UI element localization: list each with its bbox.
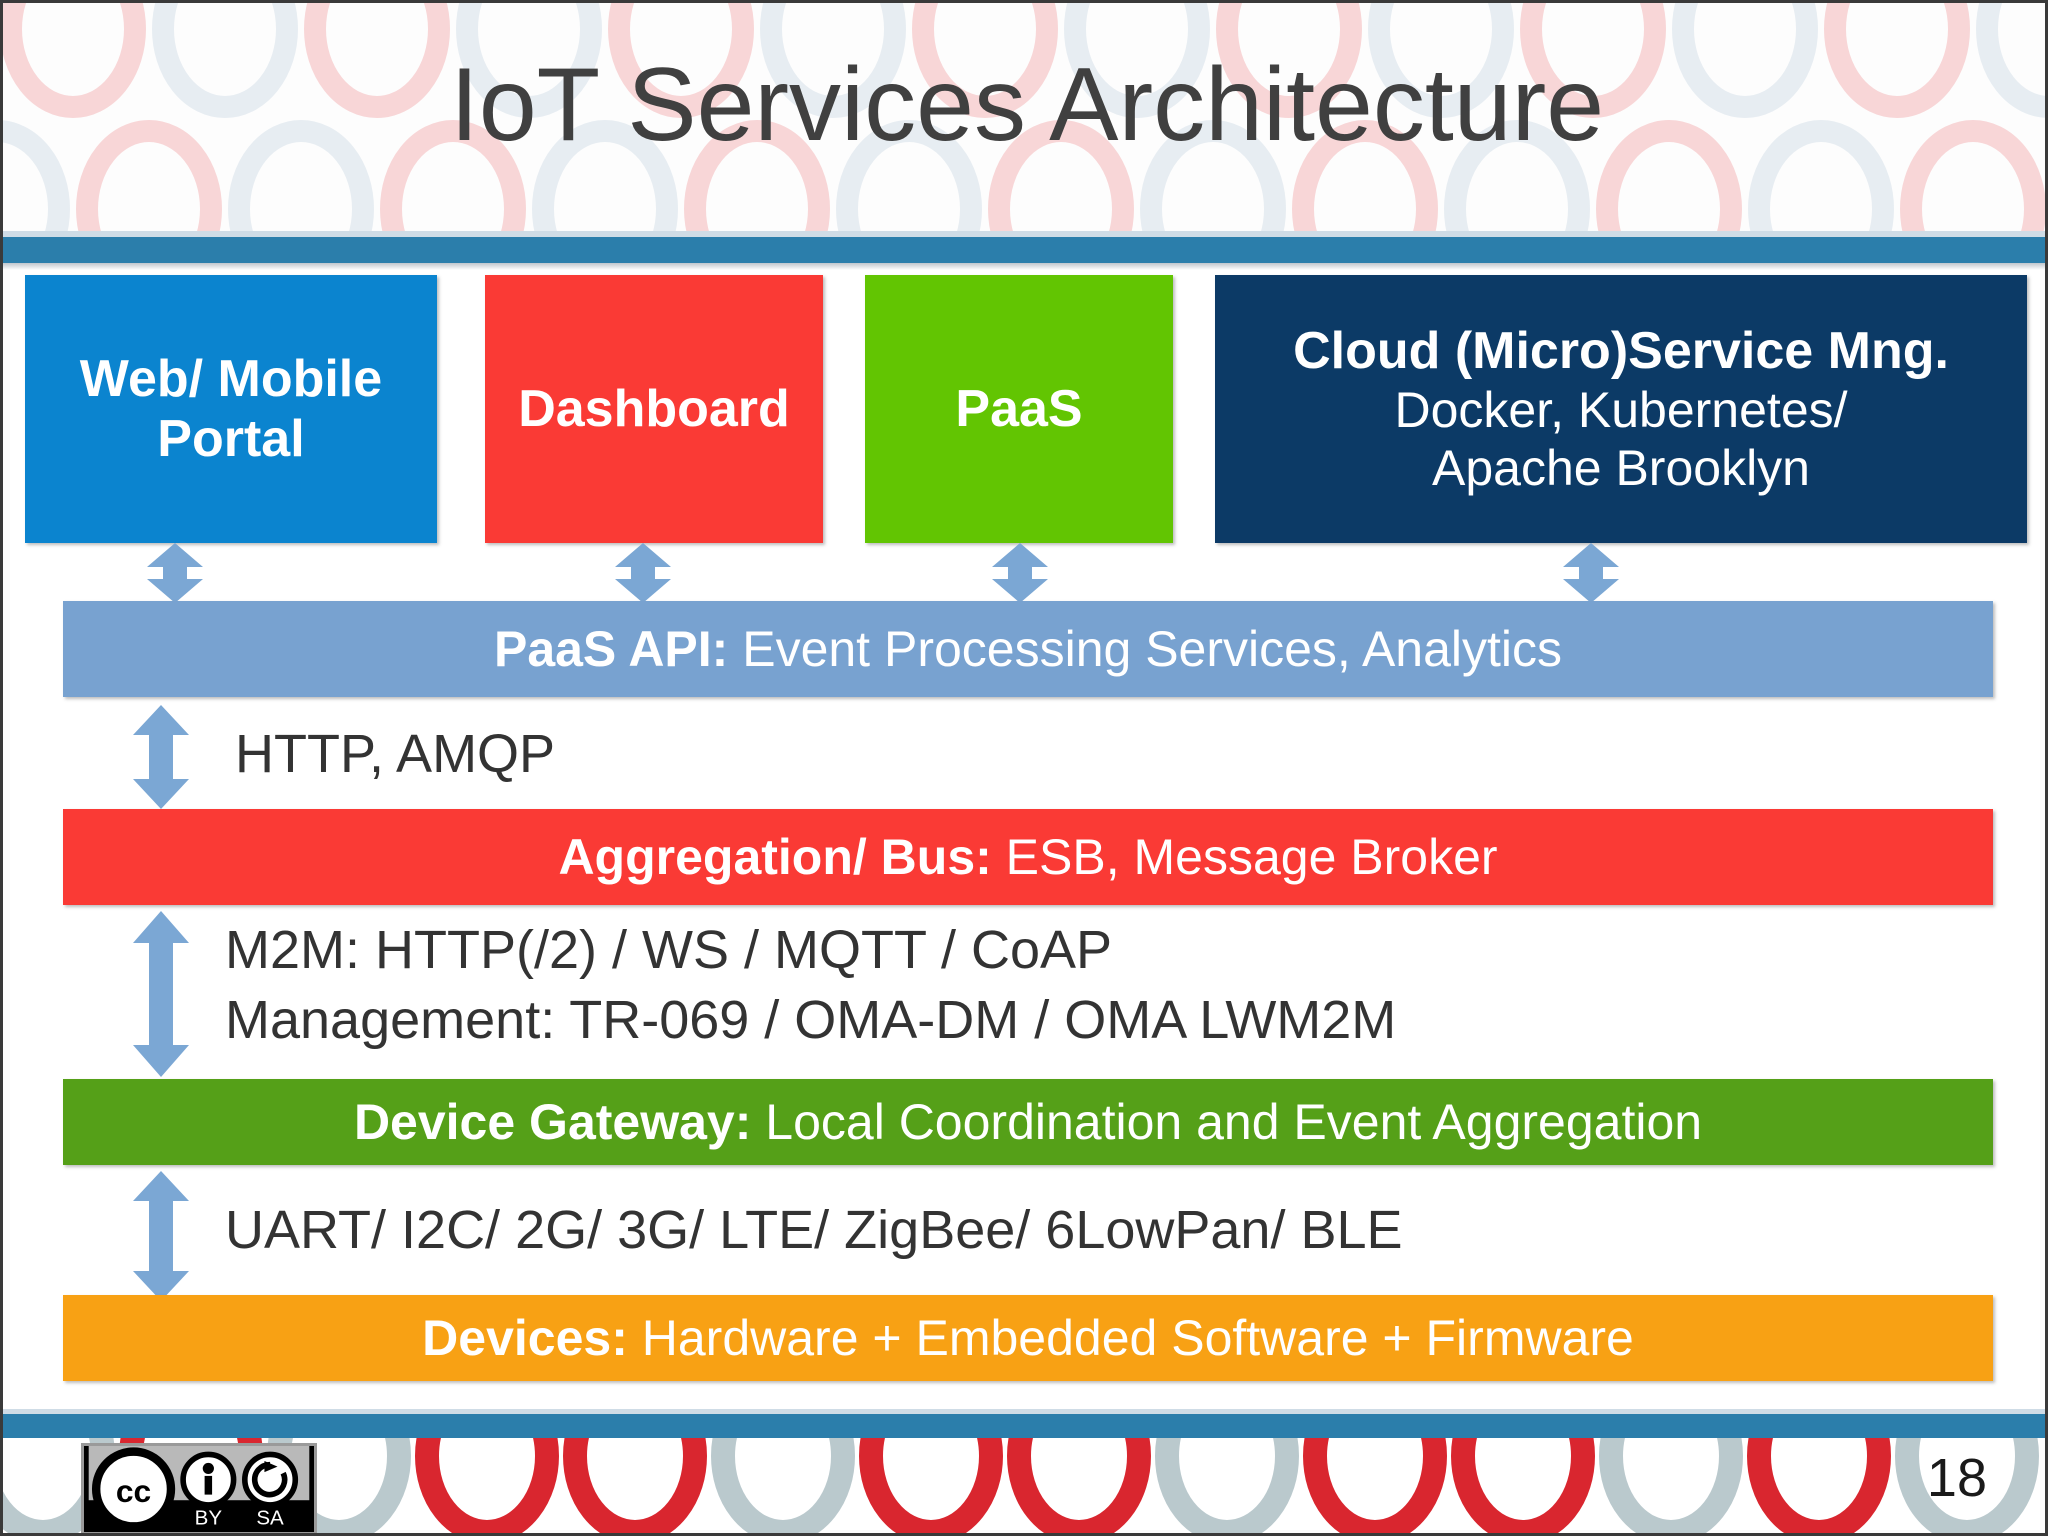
box-paas-label: PaaS: [955, 379, 1083, 438]
box-dashboard[interactable]: Dashboard: [485, 275, 823, 543]
box-cloud-line3: Apache Brooklyn: [1431, 440, 1810, 497]
slide-footer: [3, 1409, 2045, 1533]
cc-circle-icon: cc: [91, 1447, 176, 1531]
arrow-dashboard-to-paasapi: [611, 541, 675, 605]
arrow-gateway-to-devices: [129, 1169, 193, 1303]
page-title: IoT Services Architecture: [449, 47, 1605, 163]
box-cloud-microservice-mng[interactable]: Cloud (Micro)Service Mng. Docker, Kubern…: [1215, 275, 2027, 543]
header-divider-light: [3, 231, 2045, 237]
cc-by-label: BY: [195, 1507, 223, 1530]
box-web-mobile-portal-line1: Web/ Mobile: [79, 349, 383, 408]
creative-commons-badge[interactable]: cc BY SA: [81, 1443, 317, 1533]
layer-aggregation-bus-rest: ESB, Message Broker: [991, 829, 1498, 885]
cc-by-person-icon: [180, 1451, 237, 1508]
label-http-amqp: HTTP, AMQP: [235, 724, 556, 784]
layer-paas-api[interactable]: PaaS API: Event Processing Services, Ana…: [63, 601, 1993, 697]
label-m2m-line2: Management: TR-069 / OMA-DM / OMA LWM2M: [225, 990, 1397, 1051]
footer-divider-bar: [3, 1414, 2045, 1438]
layer-aggregation-bus-bold: Aggregation/ Bus:: [558, 829, 992, 885]
box-cloud-line2: Docker, Kubernetes/: [1394, 382, 1848, 439]
label-m2m-line1: M2M: HTTP(/2) / WS / MQTT / CoAP: [225, 920, 1113, 980]
header-divider-shadow: [3, 263, 2045, 270]
arrow-aggregation-to-gateway: [129, 909, 193, 1079]
cc-sa-label: SA: [256, 1507, 284, 1530]
arrow-paas-to-paasapi: [988, 541, 1052, 605]
layer-device-gateway[interactable]: Device Gateway: Local Coordination and E…: [63, 1079, 1993, 1165]
box-cloud-title: Cloud (Micro)Service Mng.: [1293, 321, 1949, 380]
label-uart-radios: UART/ I2C/ 2G/ 3G/ LTE/ ZigBee/ 6LowPan/…: [225, 1200, 1403, 1260]
arrow-cloud-to-paasapi: [1559, 541, 1623, 605]
slide-header: IoT Services Architecture: [3, 3, 2045, 231]
layer-device-gateway-bold: Device Gateway:: [353, 1094, 752, 1150]
layer-devices-bold: Devices:: [422, 1310, 628, 1366]
box-web-mobile-portal-line2: Portal: [157, 410, 305, 468]
layer-aggregation-bus[interactable]: Aggregation/ Bus: ESB, Message Broker: [63, 809, 1993, 905]
page-number: 18: [1926, 1448, 1987, 1508]
arrow-web-to-paasapi: [143, 541, 207, 605]
layer-devices-rest: Hardware + Embedded Software + Firmware: [627, 1310, 1634, 1366]
top-box-row: Web/ Mobile Portal Dashboard PaaS Cloud …: [3, 275, 2045, 543]
box-web-mobile-portal[interactable]: Web/ Mobile Portal: [25, 275, 437, 543]
cc-sa-share-icon: [242, 1451, 299, 1508]
footer-divider-light: [3, 1409, 2045, 1414]
box-paas[interactable]: PaaS: [865, 275, 1173, 543]
svg-text:cc: cc: [116, 1473, 151, 1509]
layer-paas-api-rest: Event Processing Services, Analytics: [728, 621, 1563, 677]
layer-devices[interactable]: Devices: Hardware + Embedded Software + …: [63, 1295, 1993, 1381]
layer-device-gateway-rest: Local Coordination and Event Aggregation: [751, 1094, 1703, 1150]
header-divider-bar: [3, 237, 2045, 263]
arrow-paasapi-to-aggregation: [129, 703, 193, 811]
box-dashboard-label: Dashboard: [518, 379, 790, 438]
layer-paas-api-bold: PaaS API:: [493, 621, 729, 677]
label-m2m-management: M2M: HTTP(/2) / WS / MQTT / CoAP Managem…: [225, 921, 1396, 1050]
